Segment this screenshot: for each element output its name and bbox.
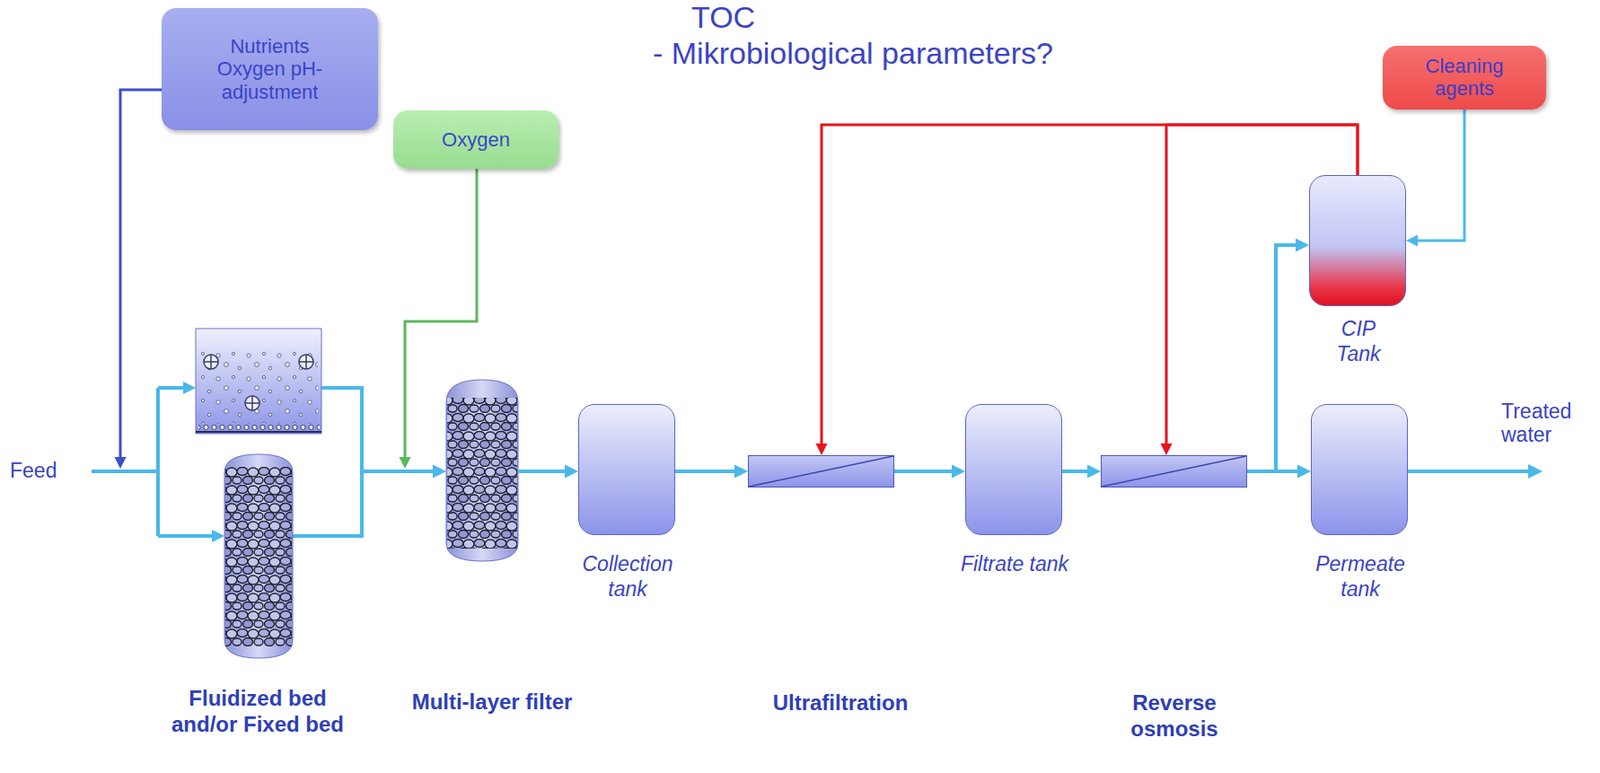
rotors [203,354,314,411]
vessel-body [446,379,519,562]
split-pipe [158,534,214,538]
bullet-text: - Mikrobiological parameters? [652,35,1054,71]
membrane-unit: Reverse osmosis [1100,455,1248,488]
split-pipe [156,387,160,537]
connector-line [1247,245,1298,472]
flow-connector [1062,465,1101,479]
unit-label: Reverse osmosis [1111,690,1238,743]
pipe-arrowheads [183,381,1543,543]
input-box: Nutrients Oxygen pH-adjustment [161,8,379,131]
arrowhead [816,443,828,456]
connector-line [404,168,477,459]
connector-line [361,469,435,474]
bubbles [199,348,318,424]
unit-label: CIP Tank [1325,316,1392,367]
arrowhead [399,457,412,469]
arrowhead [432,465,447,479]
vessel-floor [195,430,322,433]
flow-connector [1406,109,1465,247]
connector-line [894,469,954,474]
fluidized-bed-vessel [195,328,322,434]
flow-connector [399,168,478,469]
arrowhead [564,465,579,479]
arrowhead [114,457,127,469]
unit-label: Collection tank [564,552,691,602]
storage-tank: Collection tank [578,404,676,536]
membrane-line [1101,456,1247,487]
arrowhead [1297,465,1311,479]
arrowhead [211,529,225,543]
split-pipe [158,386,185,390]
arrowhead [1406,235,1418,247]
bioreactor-group: Fluidized bed and/or Fixed bed [120,328,362,659]
cip-tank: CIP Tank [1309,175,1407,307]
arrowhead [183,381,196,395]
flow-connector [894,465,966,479]
flow-connector [1247,238,1310,473]
packing [447,397,518,549]
unit-label: Ultrafiltration [732,690,949,717]
diffuser [198,423,320,431]
membrane-symbol [1101,456,1247,487]
storage-tank: Permeate tank [1310,404,1408,536]
fixed-bed-vessel [224,454,293,659]
unit-label: Multi-layer filter [370,689,614,716]
membrane-line [748,456,894,487]
storage-tank: Filtrate tank [965,404,1063,536]
vessel-body [224,454,293,659]
flow-connector [518,465,579,479]
arrowhead [1295,238,1310,253]
membrane-unit: Ultrafiltration [747,455,895,488]
feed-pipe [91,469,159,474]
connector-line [120,89,162,459]
flow-connector [361,465,447,479]
box-text: Nutrients Oxygen pH-adjustment [198,35,343,104]
outlet-pipe [1407,469,1530,474]
multilayer-filter-vessel [446,379,519,562]
vessel-body [195,328,322,434]
connector-line [675,469,737,474]
input-box: Cleaning agents [1382,45,1547,110]
membrane-symbol [748,456,894,487]
arrowhead [1087,465,1101,479]
arrowhead [951,465,966,479]
filter-unit: Multi-layer filter [446,379,519,562]
arrowhead [1528,464,1543,479]
inlet-label: Feed [9,458,57,483]
box-text: Oxygen [404,128,548,151]
outlet-label: Treated water [1501,399,1592,448]
arrowhead [1160,443,1173,456]
unit-label: Fluidized bed and/or Fixed bed [167,685,348,739]
flow-connector [114,89,163,469]
connector-line [1062,469,1090,474]
connector-line [1415,109,1465,241]
input-box: Oxygen [393,110,559,169]
connector-line [518,469,567,474]
packing [225,466,292,647]
flow-connector [675,465,748,479]
bullet-text: TOC [691,0,756,36]
unit-label: Filtrate tank [924,552,1105,578]
arrowhead [734,465,748,479]
box-text: Cleaning agents [1410,54,1519,101]
unit-label: Permeate tank [1301,552,1419,602]
